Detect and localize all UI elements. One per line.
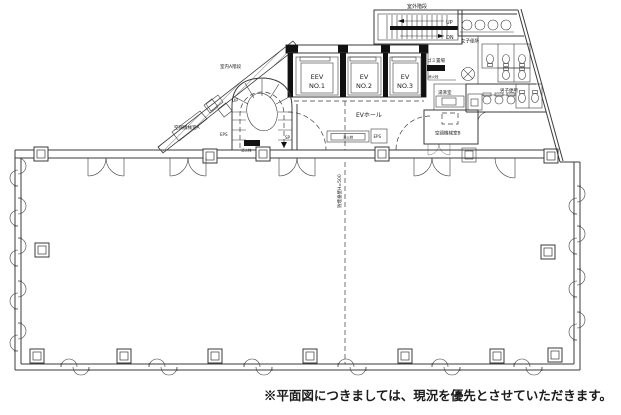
- label-elevator-3-line2: NO.3: [397, 82, 413, 90]
- label-fire-hydrant-hall: 消火栓: [343, 135, 354, 140]
- smoke-barrier-line: 防煙垂壁H=500: [336, 101, 346, 364]
- label-garbage: ゴミ置場: [427, 57, 445, 64]
- label-hvac-b: 空調機械室B: [435, 130, 461, 137]
- label-fire-hydrant-garbage: 消火栓: [428, 74, 439, 79]
- fire-hydrant-box-a: [244, 140, 260, 146]
- stair-walkline-arrow-icon: [281, 142, 287, 148]
- label-elevator-3-line1: EV: [401, 73, 410, 81]
- label-indoor-stairs: 室内A階段: [220, 63, 242, 70]
- window-symbols: [9, 157, 586, 376]
- label-indoor-up: UP: [232, 98, 238, 104]
- label-eps-a: EPS: [220, 132, 228, 137]
- outer-walls: [14, 149, 581, 371]
- label-fire-hydrant-a: 消火栓: [241, 148, 252, 153]
- core-diagonal-wall-right: [517, 8, 564, 163]
- label-elevator-1-line1: EEV: [311, 73, 324, 81]
- label-smoke-barrier: 防煙垂壁H=500: [336, 174, 343, 208]
- plan-note: ※平面図につきましては、現況を優先とさせていただきます。: [264, 388, 612, 403]
- column-symbols: [29, 146, 563, 364]
- elevator-shaft-3: EV NO.3: [389, 56, 422, 96]
- ev-hall: EVホール 消火栓 EPS SP: [285, 100, 431, 151]
- label-elevator-2-line2: NO.2: [356, 82, 372, 90]
- exhaust-fan-icon: [461, 67, 475, 81]
- kitchenette: 湯沸室: [433, 83, 467, 111]
- eps-shaft-hall: EPS: [370, 128, 388, 144]
- fire-hydrant-cabinet: 消火栓: [326, 130, 370, 143]
- fire-hydrant-box-garbage: [427, 65, 445, 71]
- label-elevator-2-line1: EV: [360, 73, 369, 81]
- label-kitchenette: 湯沸室: [438, 89, 452, 96]
- hvac-room-a: 空調機械室A EPS 消火栓: [171, 94, 260, 153]
- hvac-room-b: 空調機械室B: [423, 109, 489, 163]
- label-mens-toilet: 男子便所: [500, 87, 518, 94]
- label-outdoor-stairs: 室外階段: [407, 3, 427, 10]
- label-sp: SP: [285, 135, 291, 140]
- label-dn: DN: [446, 35, 454, 41]
- toilet-area: 女子便所 男子便所: [457, 9, 546, 113]
- elevator-bank: EEV NO.1 EV NO.2 EV NO.3: [285, 44, 429, 98]
- elevator-shaft-2: EV NO.2: [347, 56, 382, 96]
- label-hvac-a: 空調機械室A: [174, 124, 200, 131]
- core-diagonal-wall: [157, 40, 299, 154]
- outdoor-staircase: UP DN 室外階段: [373, 3, 463, 45]
- label-ev-hall: EVホール: [356, 112, 382, 119]
- label-womens-toilet: 女子便所: [461, 38, 479, 45]
- entrance-doors: [87, 157, 516, 179]
- elevator-shaft-1: EEV NO.1: [295, 56, 339, 96]
- up-arrow-icon: [398, 19, 404, 23]
- label-elevator-1-line2: NO.1: [309, 82, 325, 90]
- garbage-area: ゴミ置場 消火栓: [427, 53, 456, 81]
- down-arrow-icon: [438, 34, 444, 38]
- indoor-staircase: UP 室内A階段: [220, 63, 298, 150]
- label-eps-hall: EPS: [374, 134, 382, 139]
- label-up: UP: [446, 20, 453, 26]
